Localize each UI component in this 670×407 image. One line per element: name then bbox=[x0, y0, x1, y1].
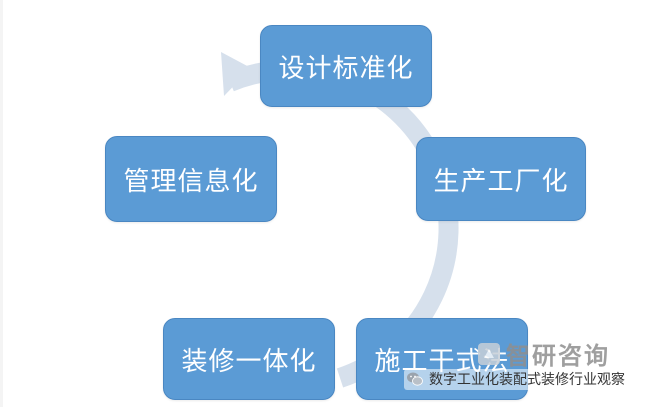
watermark-caption: 数字工业化装配式装修行业观察 bbox=[404, 369, 629, 390]
node-management-informatization: 管理信息化 bbox=[105, 136, 277, 222]
watermark-brand-name: 智研咨询 bbox=[506, 342, 610, 370]
watermark-caption-text: 数字工业化装配式装修行业观察 bbox=[429, 372, 625, 388]
node-design-standardization: 设计标准化 bbox=[260, 25, 432, 107]
zhiyan-logo-icon bbox=[478, 342, 500, 365]
cycle-arrow-head bbox=[221, 52, 251, 96]
watermark-brand: 智研咨询 bbox=[478, 336, 610, 371]
node-factory-production: 生产工厂化 bbox=[416, 137, 586, 221]
node-integrated-decoration: 装修一体化 bbox=[163, 318, 335, 400]
wechat-icon bbox=[407, 372, 423, 386]
left-edge-strip bbox=[0, 0, 3, 407]
